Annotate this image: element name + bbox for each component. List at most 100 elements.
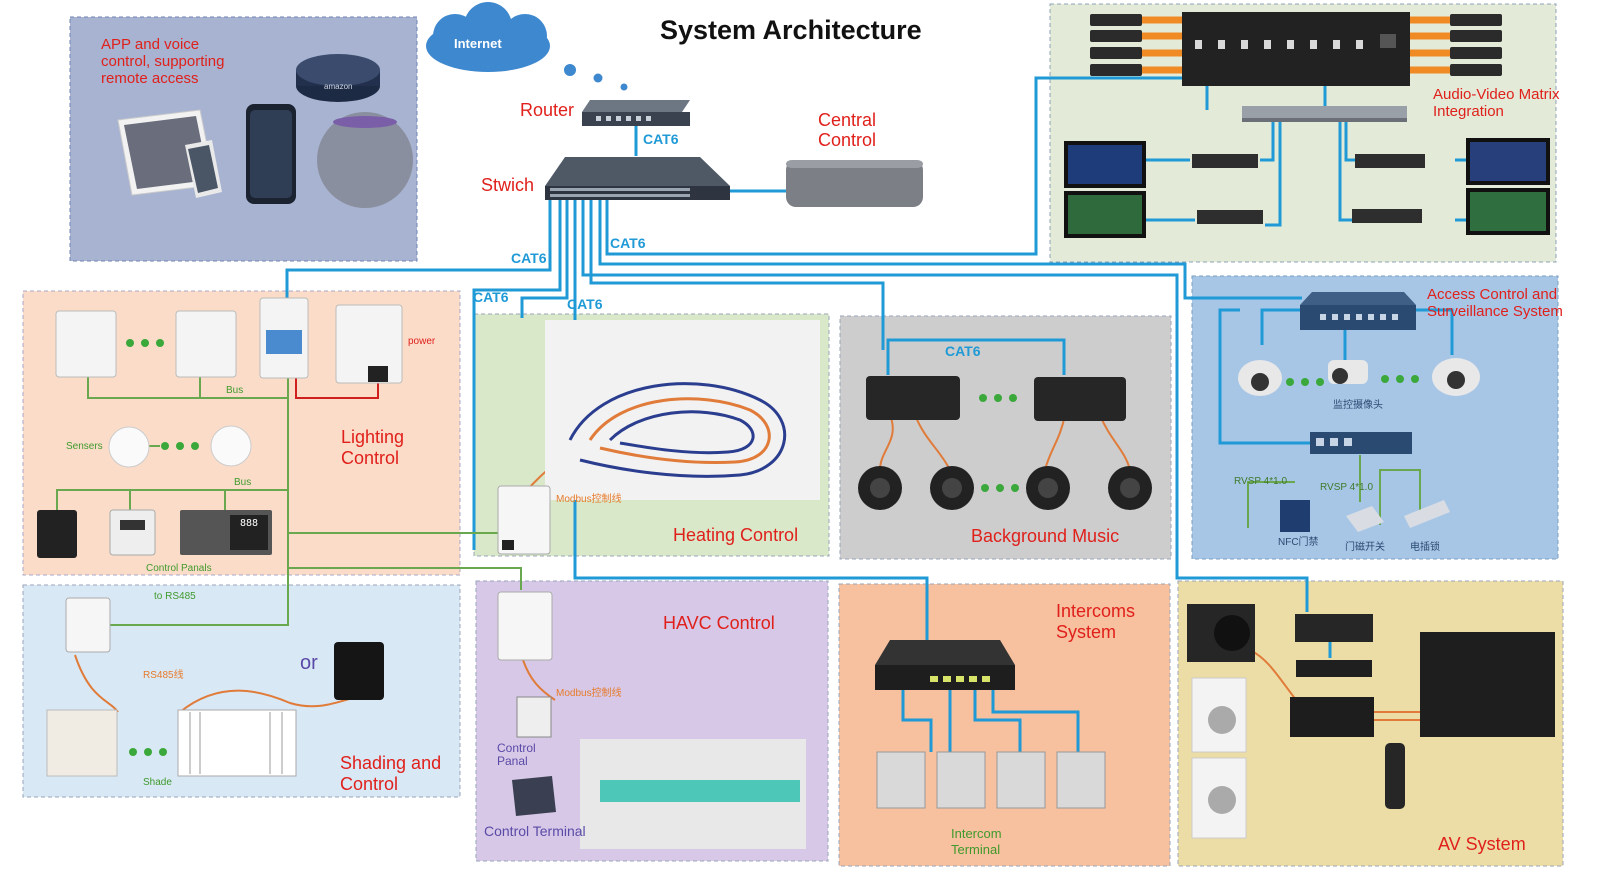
control-panel-icons xyxy=(37,509,272,558)
or-label: or xyxy=(300,652,318,674)
router-icon xyxy=(582,100,690,126)
access-switch-icon xyxy=(1300,292,1416,330)
control-terminal-label: Control Terminal xyxy=(484,823,586,839)
cat6-label-right: CAT6 xyxy=(610,235,646,251)
shading-gateway-icon xyxy=(334,642,384,700)
amazon-label: amazon xyxy=(324,82,353,91)
cat6-label-music: CAT6 xyxy=(945,343,981,359)
power-label: power xyxy=(408,336,436,347)
central-control-icon xyxy=(786,160,923,207)
ellipsis-dots xyxy=(126,339,1419,756)
havc-controller-icon xyxy=(497,591,553,661)
media-player-icon xyxy=(1296,660,1372,677)
subwoofer-icon xyxy=(1187,604,1255,662)
music-panel xyxy=(839,315,1172,560)
central-control-label-2: Control xyxy=(818,130,877,150)
lock-label: 电插锁 xyxy=(1410,542,1440,553)
av-receiver-icon xyxy=(1290,697,1374,737)
orange-wiring xyxy=(74,369,1420,721)
app-label-1: APP and voice xyxy=(101,36,200,53)
cat6-label-router: CAT6 xyxy=(643,131,679,147)
ceiling-speaker-icons xyxy=(858,466,1152,510)
tv-icon xyxy=(1420,632,1555,737)
control-panels-label: Control Panals xyxy=(146,563,212,574)
camera-icons xyxy=(1238,358,1480,396)
cat6-label-lighting: CAT6 xyxy=(473,289,509,305)
matrix-switcher-icon xyxy=(1182,12,1410,86)
amplifier-icons xyxy=(866,376,1126,421)
control-panal-label-1: Control xyxy=(497,741,536,755)
app-label-2: control, supporting xyxy=(101,53,225,70)
power-wire xyxy=(295,378,379,399)
rs485-label: RS485线 xyxy=(143,670,184,681)
havc-title: HAVC Control xyxy=(663,613,775,633)
access-label-1: Access Control and xyxy=(1427,286,1558,303)
nfc-reader-icon xyxy=(1280,500,1310,532)
underfloor-heating-image xyxy=(545,320,820,500)
internet-cloud-icon xyxy=(426,2,628,91)
control-panal-icon xyxy=(516,696,552,738)
switch-label: Stwich xyxy=(481,175,535,195)
access-label-2: Surveillance System xyxy=(1427,303,1563,320)
matrix-input-boxes xyxy=(1090,14,1502,76)
homepod-icon xyxy=(317,112,413,208)
matrix-switch-icon xyxy=(1242,106,1407,122)
camera-label: 监控摄像头 xyxy=(1333,400,1383,411)
av-matrix-label-2: Integration xyxy=(1433,103,1504,120)
cat6-cabling xyxy=(285,76,1470,752)
intercom-switch-icon xyxy=(875,640,1015,690)
diagram-title: System Architecture xyxy=(660,15,922,45)
shading-controller-icon xyxy=(65,597,111,653)
sensor-icons xyxy=(108,425,252,468)
lighting-modules xyxy=(55,297,403,384)
central-control-label-1: Central xyxy=(818,110,877,130)
cat6-label-heating: CAT6 xyxy=(567,296,603,312)
nfc-label: NFC门禁 xyxy=(1278,537,1319,548)
ahu-unit-icon xyxy=(580,739,806,849)
curtain-icon xyxy=(177,709,297,777)
electric-lock-icon xyxy=(1404,500,1450,528)
router-label: Router xyxy=(520,100,575,120)
bus-label-2: Bus xyxy=(234,477,252,488)
internet-label: Internet xyxy=(454,36,502,51)
echo-dot-icon xyxy=(296,54,380,102)
intercom-terminal-icons xyxy=(876,751,1106,809)
bus-label-1: Bus xyxy=(226,385,244,396)
heating-controller-icon xyxy=(497,485,551,555)
heating-modbus-label: Modbus控制线 xyxy=(556,494,622,505)
av-receiver-boxes xyxy=(1192,154,1425,224)
matrix-orange-cables xyxy=(1142,16,1450,74)
intercom-title-1: Intercoms xyxy=(1056,601,1136,621)
shading-title-1: Shading and xyxy=(340,753,442,773)
heating-title: Heating Control xyxy=(673,525,799,545)
rvsp-label-1: RVSP 4*1.0 xyxy=(1234,476,1288,487)
phone-icon xyxy=(246,104,296,204)
access-controller-icon xyxy=(1310,432,1412,454)
lighting-title-1: Lighting xyxy=(341,427,405,447)
intercom-panel xyxy=(838,583,1171,867)
magnetic-switch-icon xyxy=(1346,506,1384,532)
av-title: AV System xyxy=(1438,834,1526,854)
magnetic-label: 门磁开关 xyxy=(1345,542,1385,553)
havc-modbus-label: Modbus控制线 xyxy=(556,688,622,699)
music-title: Background Music xyxy=(971,526,1120,546)
to-rs485-label: to RS485 xyxy=(154,591,196,602)
tower-speaker-icons xyxy=(1191,677,1247,839)
sensors-label: Sensers xyxy=(66,441,103,452)
phone-small-icon xyxy=(185,140,222,198)
tablet-icon xyxy=(117,109,216,196)
cat6-label-left: CAT6 xyxy=(511,250,547,266)
panel-display: 888 xyxy=(240,518,259,529)
control-panal-label-2: Panal xyxy=(497,754,528,768)
rvsp-label-2: RVSP 4*1.0 xyxy=(1320,482,1374,493)
av-matrix-label-1: Audio-Video Matrix xyxy=(1433,86,1560,103)
lighting-title-2: Control xyxy=(341,448,400,468)
control-terminal-icon xyxy=(512,776,556,816)
intercom-terminal-label-1: Intercom xyxy=(951,826,1002,841)
intercom-terminal-label-2: Terminal xyxy=(951,842,1001,857)
av-switch-icon xyxy=(1295,614,1373,642)
shading-title-2: Control xyxy=(340,774,399,794)
remote-control-icon xyxy=(1385,743,1405,809)
